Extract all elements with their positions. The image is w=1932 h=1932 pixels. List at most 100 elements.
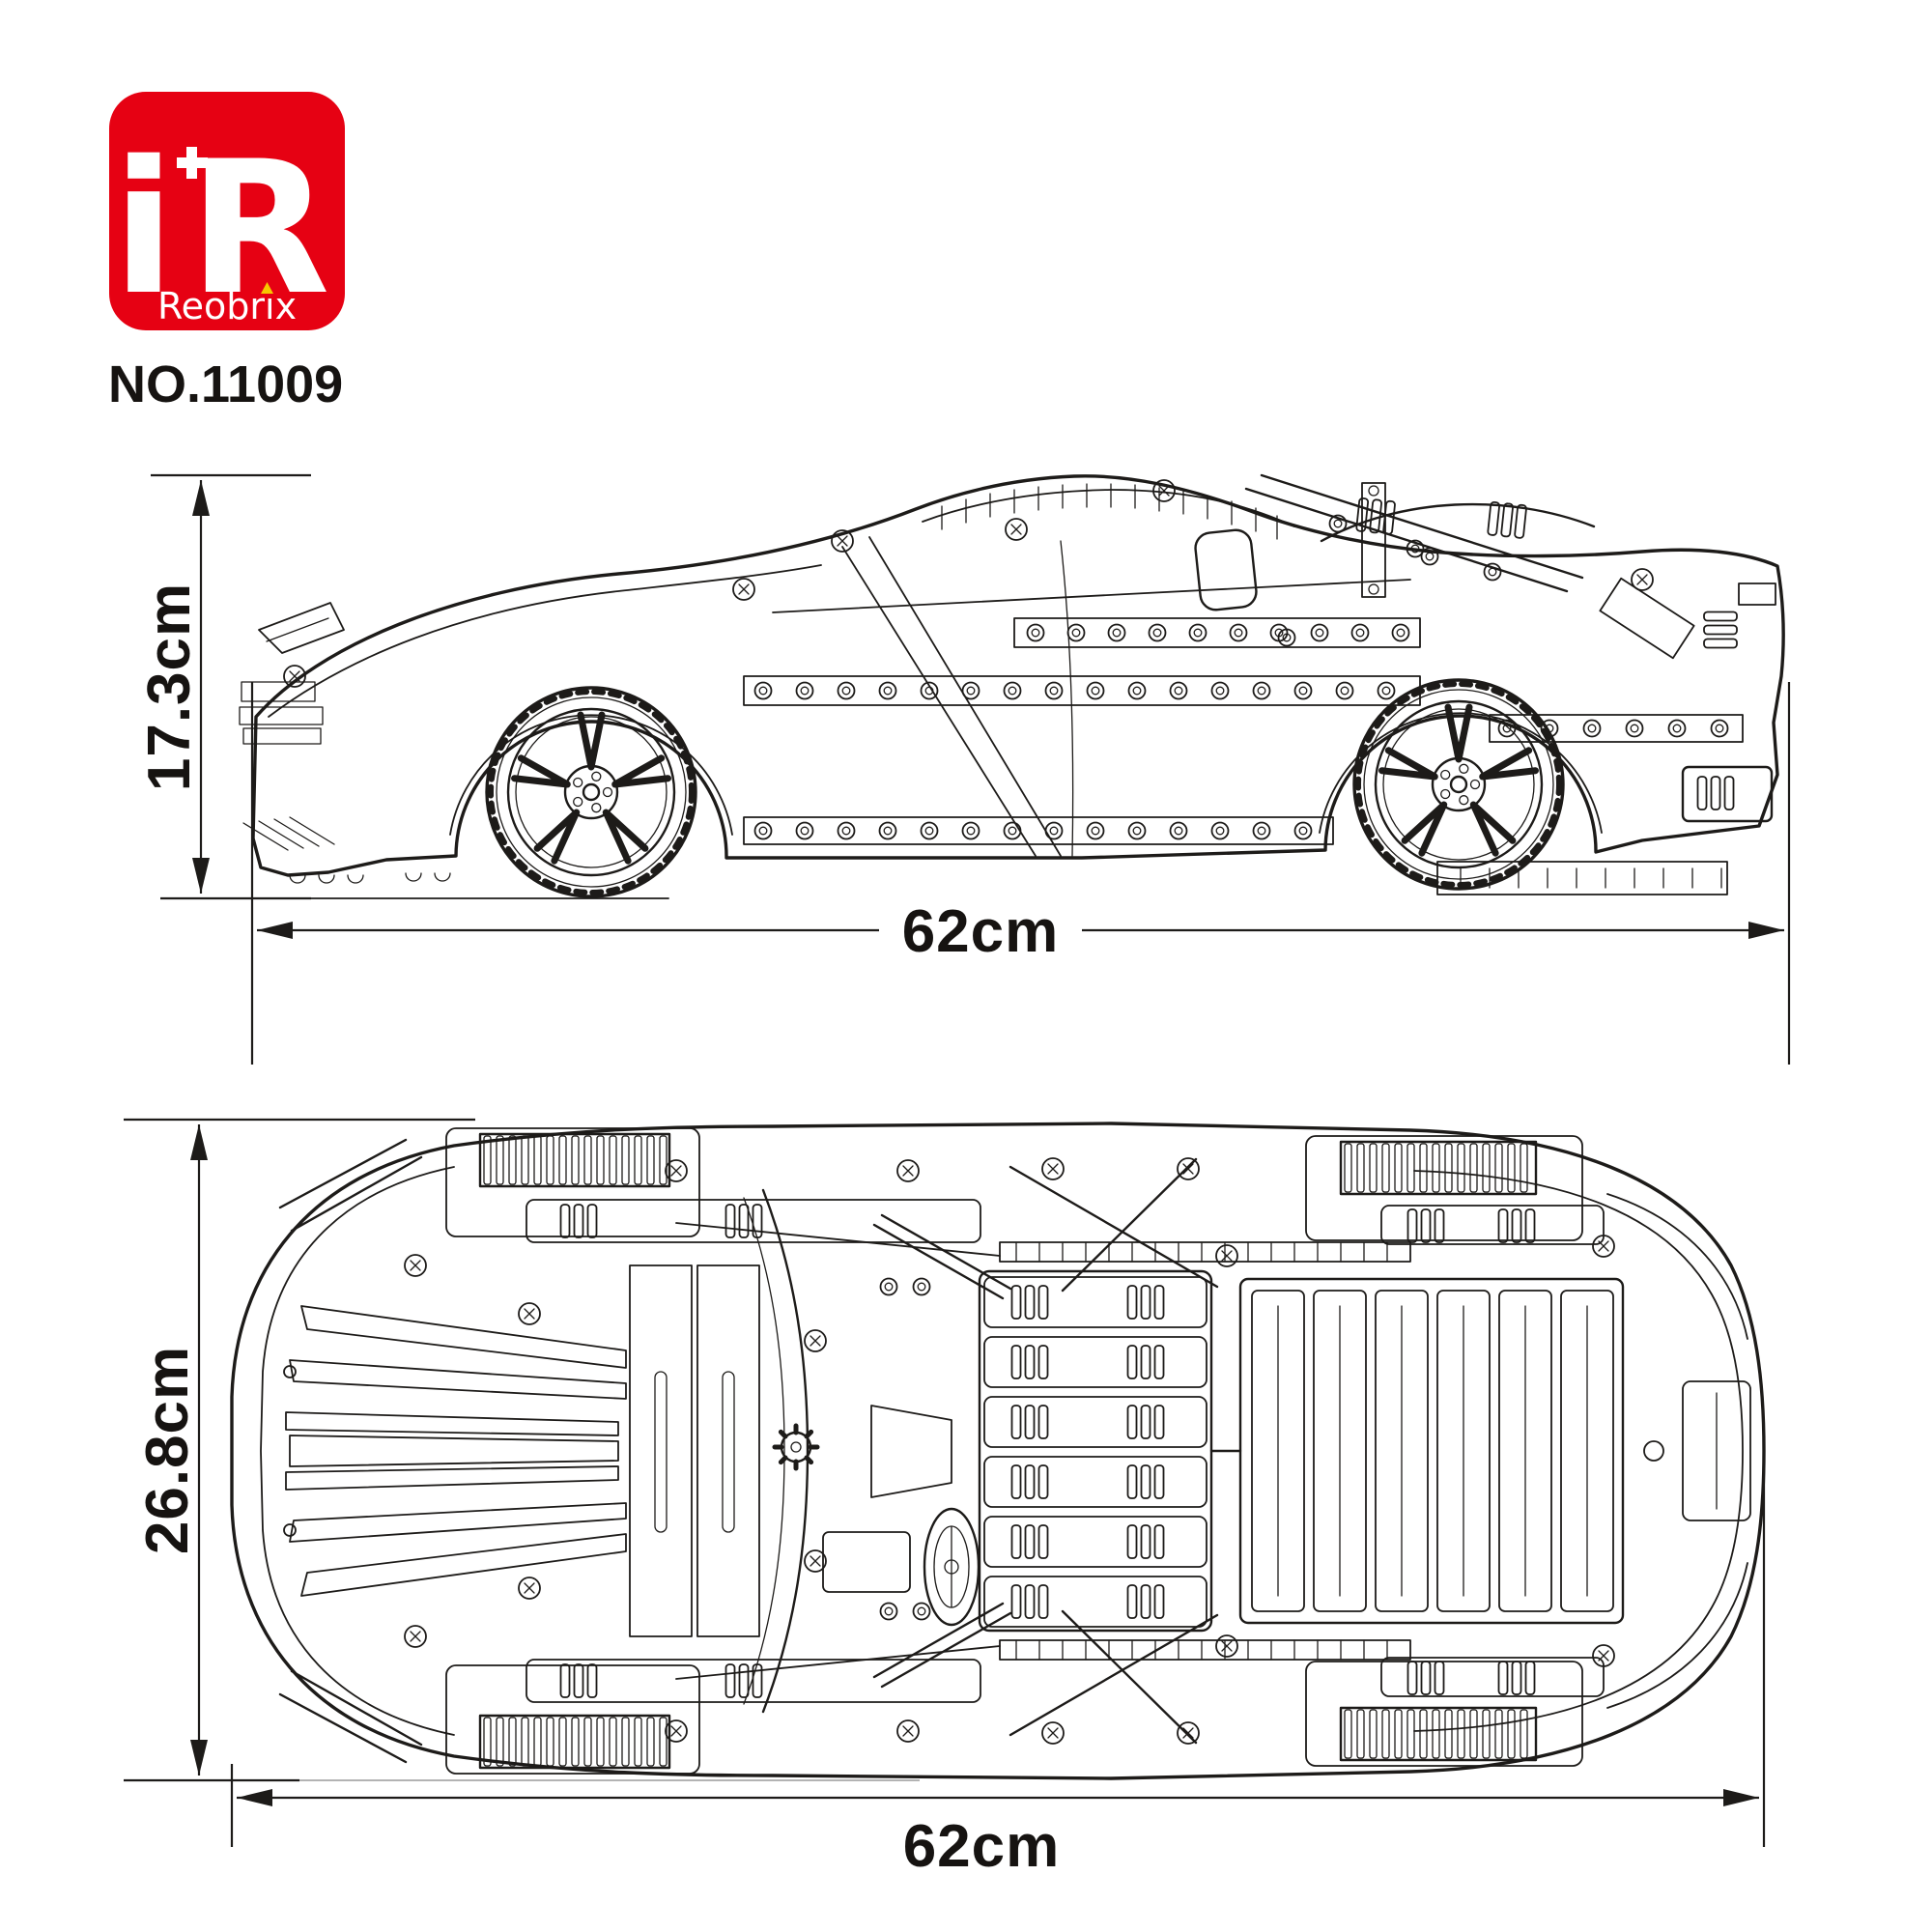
windshield-arc-inner [743, 1197, 785, 1705]
splitter-hatch [242, 816, 335, 851]
rear-deck-beam [1013, 617, 1421, 648]
rail-vent [1408, 1662, 1444, 1694]
screw-icon [1177, 1157, 1200, 1180]
rear-center-module [1682, 1380, 1751, 1521]
headlight-inner [266, 617, 329, 642]
front-plank [629, 1264, 693, 1637]
roof-tube-right [999, 1639, 1411, 1661]
tread-stripes [1344, 1143, 1528, 1193]
screw-icon [1041, 1721, 1065, 1745]
splitter-rollers [289, 872, 451, 884]
nose-pin [283, 1365, 297, 1378]
left-side-rail [526, 1199, 981, 1243]
rear-left-tire-tread [1339, 1140, 1538, 1196]
front-left-tire-tread [478, 1132, 671, 1188]
screw-icon [404, 1625, 427, 1648]
screw-icon [1177, 1721, 1200, 1745]
belt-line [772, 579, 1411, 613]
a-pillar-tubes [872, 1213, 1012, 1689]
rear-haunch-band [1320, 502, 1596, 543]
rear-right-rail [1380, 1657, 1605, 1697]
damper-pin [1368, 485, 1379, 497]
screw-icon [518, 1577, 541, 1600]
nose-pin [283, 1523, 297, 1537]
buttress-bars [1244, 473, 1584, 593]
rear-arch-liner [1319, 712, 1603, 834]
rail-vent [726, 1664, 762, 1697]
rail-vent [726, 1205, 762, 1237]
roof-tube-left [999, 1241, 1411, 1263]
front-tie-rods [675, 1222, 1001, 1680]
gear-icon [772, 1423, 820, 1471]
front-splitter-vanes [285, 1305, 627, 1597]
tube-segments [1015, 1241, 1388, 1263]
beam-holes-row [753, 821, 1313, 840]
rail-vent [1408, 1209, 1444, 1242]
front-corner-braces [278, 1138, 423, 1764]
headlight [258, 602, 345, 654]
front-arch-liner [449, 714, 733, 836]
rear-right-tire-tread [1339, 1706, 1538, 1762]
screw-icon [1215, 1634, 1238, 1658]
logo-monogram: iR [112, 122, 343, 335]
dim-length-side: 62cm [250, 682, 1791, 1065]
steering-wheel [923, 1507, 980, 1627]
tube-segments [1015, 1639, 1388, 1661]
seat-headrest [1194, 528, 1258, 611]
tread-stripes [483, 1717, 668, 1767]
right-side-rail [526, 1659, 981, 1703]
rail-vent [1499, 1662, 1535, 1694]
hood-line [268, 564, 822, 718]
screw-icon [896, 1159, 920, 1182]
rear-brick [1599, 577, 1695, 660]
exhaust-box [1681, 765, 1774, 823]
a-pillar-strut [841, 536, 1062, 857]
rail-vent [561, 1664, 597, 1697]
dim-label-side-height: 17.3cm [136, 582, 203, 791]
screw-icon [518, 1302, 541, 1325]
screw-icon [1631, 568, 1654, 591]
buttress-hole [1483, 562, 1502, 582]
grille-slat [239, 706, 324, 725]
dim-label-side-length: 62cm [902, 898, 1060, 965]
console-box [822, 1531, 911, 1593]
logo-tile [109, 92, 345, 330]
screw-icon [896, 1719, 920, 1743]
screw-icon [1041, 1157, 1065, 1180]
engine-deck-frame [1238, 1277, 1625, 1625]
engine-planks [1251, 1290, 1614, 1612]
dim-height-side: 17.3cm [136, 473, 669, 900]
screw-icon [732, 578, 755, 601]
plank-slot [654, 1371, 668, 1533]
windshield-arc-outer [761, 1188, 810, 1714]
logo-accent-dot [261, 282, 273, 294]
pin-hole [912, 1602, 931, 1621]
dim-label-top-length: 62cm [903, 1813, 1061, 1880]
damper [1361, 482, 1386, 598]
logo-plus-icon [177, 147, 208, 179]
side-view-drawing [239, 473, 1785, 896]
damper-pin [1368, 583, 1379, 595]
tread-stripes [483, 1135, 668, 1185]
rear-left-rail [1380, 1205, 1605, 1245]
front-right-tire-tread [478, 1714, 671, 1770]
front-wheel [487, 688, 696, 896]
door-shutline [1060, 540, 1074, 857]
screw-icon [1152, 479, 1176, 502]
exhaust-slots [1698, 777, 1734, 810]
seat-slat-rows [984, 1277, 1207, 1627]
rear-x-braces [1009, 1157, 1219, 1745]
pin-hole [912, 1277, 931, 1296]
model-number: NO.11009 [108, 355, 343, 413]
plank-slot [722, 1371, 735, 1533]
sill-beam [743, 816, 1334, 845]
screw-icon [1215, 1244, 1238, 1267]
dim-length-bottom: 62cm [230, 1460, 1766, 1880]
rear-wheel [1354, 680, 1563, 889]
beam-holes-row [1497, 719, 1729, 738]
rear-quarter-vent [1704, 612, 1737, 648]
logo-brand-text: Reobrix [157, 285, 297, 327]
console-trapezoid [870, 1405, 952, 1498]
front-right-wheel-module [445, 1664, 700, 1775]
